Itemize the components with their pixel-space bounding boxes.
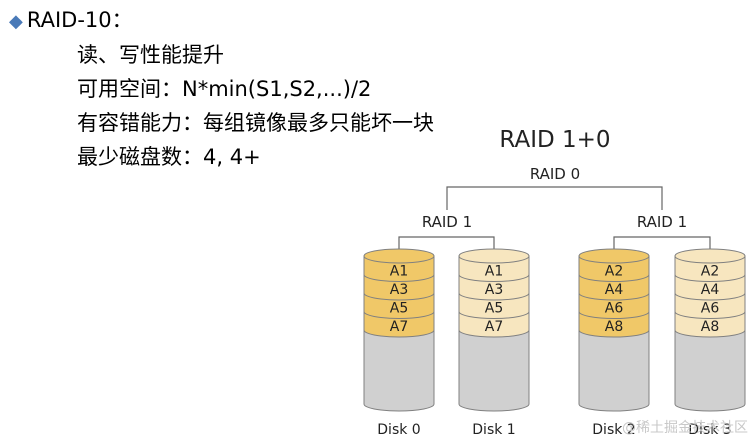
raid10-feature-list: 读、写性能提升 可用空间：N*min(S1,S2,...)/2 有容错能力：每组… — [77, 38, 434, 174]
raid1-label-right: RAID 1 — [637, 213, 687, 231]
block-label: A5 — [390, 300, 408, 316]
raid1-left-connector — [398, 236, 495, 252]
block-label: A3 — [390, 282, 408, 298]
block-label: A4 — [701, 282, 720, 298]
feature-fault-tolerance: 有容错能力：每组镜像最多只能坏一块 — [77, 111, 434, 135]
feature-performance: 读、写性能提升 — [77, 43, 224, 67]
feature-min-disks: 最少磁盘数：4, 4+ — [77, 145, 261, 169]
disk-top — [363, 248, 435, 264]
disk-name: Disk 0 — [377, 422, 420, 438]
block-label: A4 — [605, 282, 624, 298]
tree-connectors — [398, 186, 711, 252]
block-label: A3 — [485, 282, 503, 298]
block-label: A7 — [390, 319, 408, 335]
disk-top — [674, 248, 746, 264]
raid0-label: RAID 0 — [530, 165, 580, 183]
disk-top — [578, 248, 650, 264]
heading-text: RAID-10： — [26, 8, 133, 32]
block-label: A8 — [701, 319, 719, 335]
block-label: A8 — [605, 319, 623, 335]
block-label: A6 — [605, 300, 624, 316]
diamond-bullet-icon: ◆ — [9, 11, 23, 32]
watermark: @稀土掘金技术社区 — [622, 420, 748, 436]
block-label: A7 — [485, 319, 503, 335]
block-label: A1 — [390, 263, 408, 279]
block-label: A1 — [485, 263, 503, 279]
disk-body — [458, 329, 530, 412]
block-label: A2 — [605, 263, 623, 279]
disk-body — [363, 329, 435, 412]
disk-body — [578, 329, 650, 412]
block-label: A5 — [485, 300, 503, 316]
raid0-connector — [446, 186, 663, 210]
disk-name: Disk 1 — [472, 422, 515, 438]
feature-capacity: 可用空间：N*min(S1,S2,...)/2 — [77, 77, 372, 101]
slide-heading: ◆RAID-10： — [9, 6, 133, 36]
block-label: A6 — [701, 300, 720, 316]
raid1-right-connector — [613, 236, 711, 252]
disk-name: Disk 3 — [688, 422, 731, 438]
block-label: A2 — [701, 263, 719, 279]
diagram-title: RAID 1+0 — [499, 127, 610, 153]
disk-top — [458, 248, 530, 264]
raid1-label-left: RAID 1 — [422, 213, 472, 231]
disk-body — [674, 329, 746, 412]
disk-name: Disk 2 — [592, 422, 635, 438]
